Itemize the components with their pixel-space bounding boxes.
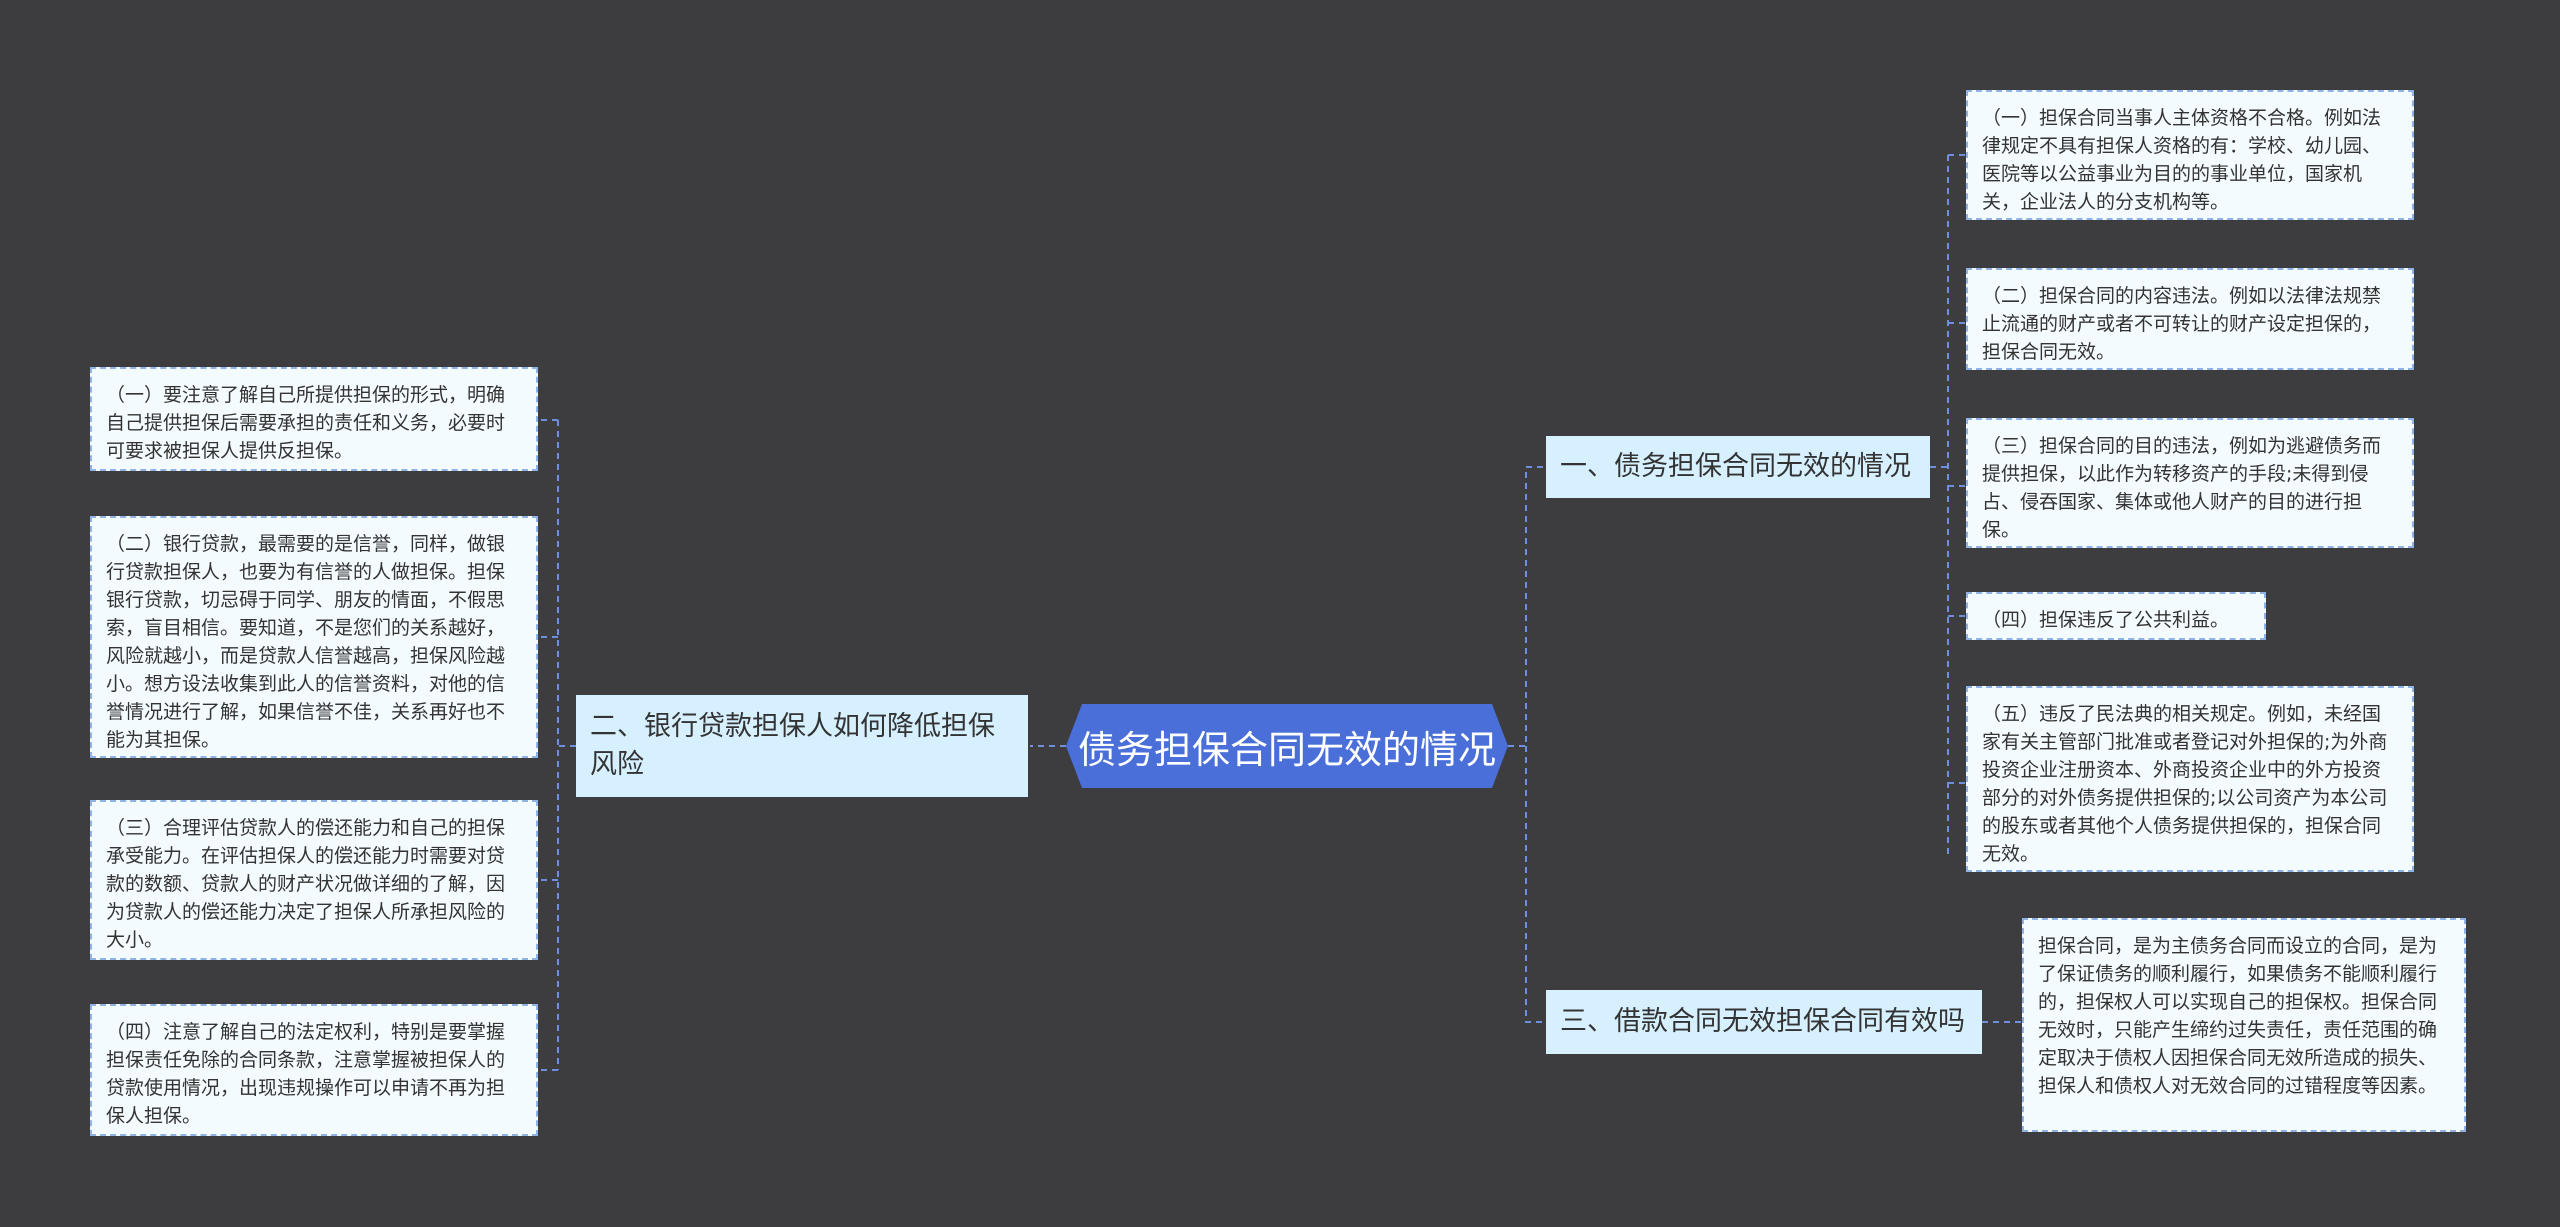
leaf-text: （四）担保违反了公共利益。 (1982, 609, 2230, 631)
leaf-item[interactable]: （一）担保合同当事人主体资格不合格。例如法律规定不具有担保人资格的有：学校、幼儿… (1966, 90, 2414, 220)
branch-reduce-guarantee-risk[interactable]: 二、银行贷款担保人如何降低担保风险 (576, 695, 1028, 797)
leaf-item[interactable]: （五）违反了民法典的相关规定。例如，未经国家有关主管部门批准或者登记对外担保的;… (1966, 686, 2414, 872)
branch-invalid-situations[interactable]: 一、债务担保合同无效的情况 (1546, 436, 1930, 498)
leaf-text: 担保合同，是为主债务合同而设立的合同，是为了保证债务的顺利履行，如果债务不能顺利… (2038, 935, 2438, 1097)
leaf-item[interactable]: （三）合理评估贷款人的偿还能力和自己的担保承受能力。在评估担保人的偿还能力时需要… (90, 800, 538, 960)
link-b2-leaves (538, 419, 576, 1071)
leaf-item[interactable]: （二）担保合同的内容违法。例如以法律法规禁止流通的财产或者不可转让的财产设定担保… (1966, 268, 2414, 370)
leaf-text: （四）注意了解自己的法定权利，特别是要掌握担保责任免除的合同条款，注意掌握被担保… (106, 1021, 506, 1127)
leaf-text: （一）担保合同当事人主体资格不合格。例如法律规定不具有担保人资格的有：学校、幼儿… (1982, 107, 2382, 213)
leaf-item[interactable]: （三）担保合同的目的违法，例如为逃避债务而提供担保，以此作为转移资产的手段;未得… (1966, 418, 2414, 548)
branch-loan-contract-question[interactable]: 三、借款合同无效担保合同有效吗 (1546, 990, 1982, 1054)
link-b1-leaves (1930, 154, 1966, 855)
branch-label: 三、借款合同无效担保合同有效吗 (1560, 1006, 1965, 1037)
root-topic[interactable]: 债务担保合同无效的情况 (1066, 704, 1508, 788)
leaf-text: （二）银行贷款，最需要的是信誉，同样，做银行贷款担保人，也要为有信誉的人做担保。… (106, 533, 506, 751)
leaf-text: （三）担保合同的目的违法，例如为逃避债务而提供担保，以此作为转移资产的手段;未得… (1982, 435, 2382, 541)
leaf-item[interactable]: （一）要注意了解自己所提供担保的形式，明确自己提供担保后需要承担的责任和义务，必… (90, 367, 538, 471)
leaf-text: （一）要注意了解自己所提供担保的形式，明确自己提供担保后需要承担的责任和义务，必… (106, 384, 506, 462)
link-root-b3 (1525, 746, 1546, 1023)
leaf-item[interactable]: （四）注意了解自己的法定权利，特别是要掌握担保责任免除的合同条款，注意掌握被担保… (90, 1004, 538, 1136)
leaf-item[interactable]: 担保合同，是为主债务合同而设立的合同，是为了保证债务的顺利履行，如果债务不能顺利… (2022, 918, 2466, 1132)
leaf-text: （二）担保合同的内容违法。例如以法律法规禁止流通的财产或者不可转让的财产设定担保… (1982, 285, 2382, 363)
leaf-text: （五）违反了民法典的相关规定。例如，未经国家有关主管部门批准或者登记对外担保的;… (1982, 703, 2388, 865)
branch-label: 二、银行贷款担保人如何降低担保风险 (590, 711, 995, 780)
root-topic-label: 债务担保合同无效的情况 (1077, 727, 1496, 772)
leaf-item[interactable]: （四）担保违反了公共利益。 (1966, 592, 2266, 640)
leaf-item[interactable]: （二）银行贷款，最需要的是信誉，同样，做银行贷款担保人，也要为有信誉的人做担保。… (90, 516, 538, 758)
leaf-text: （三）合理评估贷款人的偿还能力和自己的担保承受能力。在评估担保人的偿还能力时需要… (106, 817, 506, 951)
link-root-b1 (1508, 466, 1546, 747)
branch-label: 一、债务担保合同无效的情况 (1560, 451, 1911, 482)
